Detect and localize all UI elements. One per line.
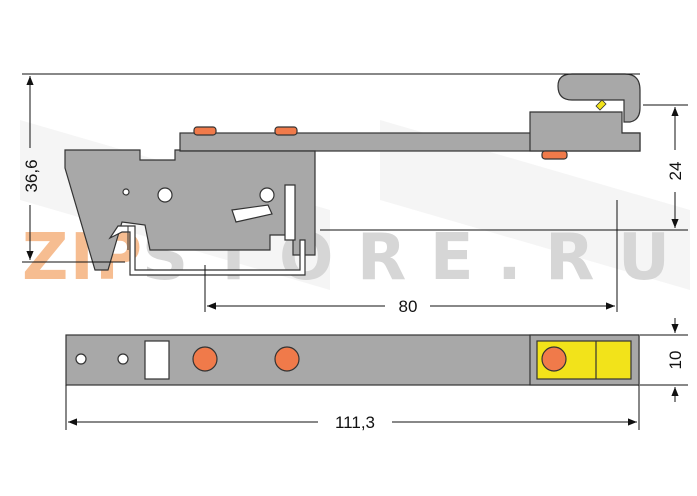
- dim-label-length-overall: 111,3: [335, 413, 375, 432]
- dim-label-height-overall: 36,6: [22, 159, 41, 192]
- marker-orange: [193, 126, 217, 136]
- watermark-text-zip: ZIP: [22, 221, 142, 295]
- mount-hole: [157, 187, 173, 203]
- marker-orange: [192, 346, 218, 372]
- spring-slot: [231, 204, 273, 223]
- din-rail: [108, 225, 306, 276]
- small-hole: [122, 188, 130, 196]
- marker-orange: [541, 346, 567, 372]
- dim-label-rail-span: 80: [399, 297, 418, 316]
- dimensions: [22, 73, 688, 430]
- dim-label-width-top: 10: [666, 351, 685, 370]
- top-view: [65, 334, 640, 386]
- side-view: [64, 73, 641, 276]
- small-hole: [117, 353, 129, 365]
- small-hole: [75, 353, 87, 365]
- mount-hole: [259, 187, 275, 203]
- clamp-block: [529, 111, 641, 152]
- watermark-shadow-right: [380, 120, 690, 290]
- dim-label-height-rail: 24: [666, 162, 685, 181]
- release-slot: [284, 184, 296, 241]
- marker-orange: [274, 346, 300, 372]
- marker-orange: [541, 150, 568, 160]
- test-slot: [144, 340, 170, 380]
- marker-orange: [274, 126, 298, 136]
- lever-accent: [595, 99, 607, 111]
